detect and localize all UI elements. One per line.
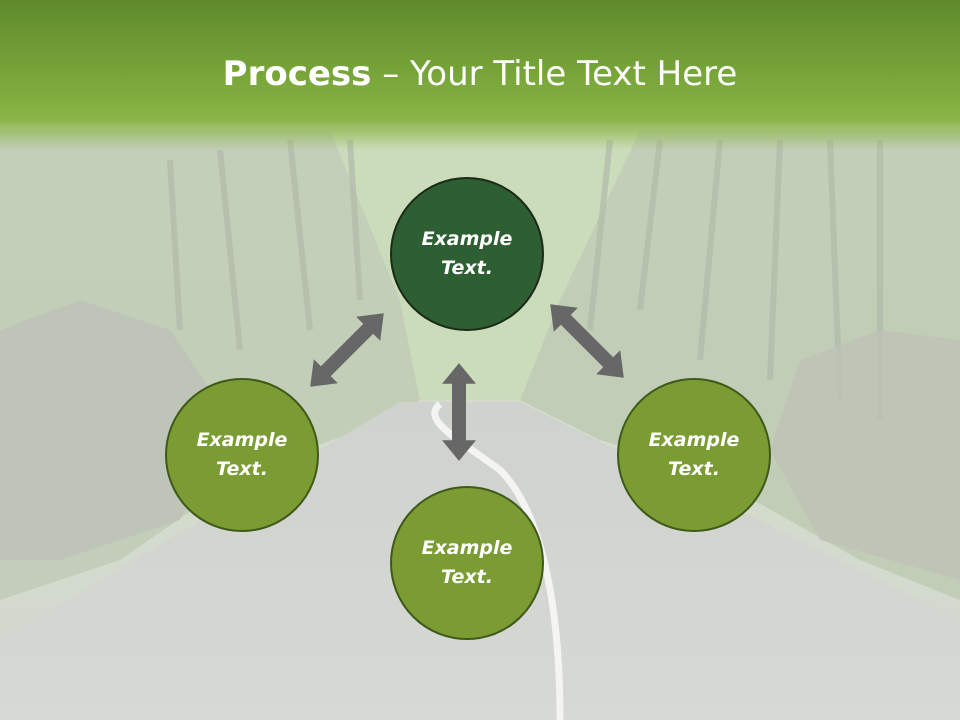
title-bar xyxy=(0,0,960,150)
slide-title: Process – Your Title Text Here xyxy=(0,52,960,96)
title-rest: Your Title Text Here xyxy=(410,54,738,94)
title-bold-part: Process xyxy=(222,54,372,94)
process-node-left: Example Text. xyxy=(165,378,319,532)
process-node-top-label: Example Text. xyxy=(421,228,513,279)
process-node-top: Example Text. xyxy=(390,177,544,331)
process-node-right-label: Example Text. xyxy=(648,429,740,480)
process-node-left-label: Example Text. xyxy=(196,429,288,480)
title-dash: – xyxy=(371,54,411,94)
process-node-right: Example Text. xyxy=(617,378,771,532)
process-node-bottom-label: Example Text. xyxy=(421,537,513,588)
process-node-bottom: Example Text. xyxy=(390,486,544,640)
